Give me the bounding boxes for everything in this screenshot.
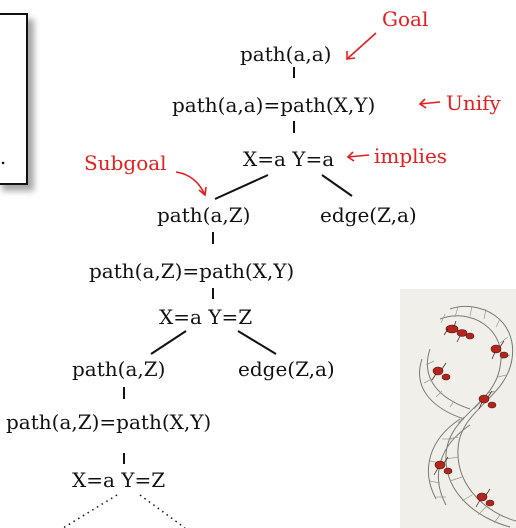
implies-label: implies [374, 144, 448, 168]
subgoal-label: Subgoal [84, 151, 167, 175]
unify-arrow [419, 101, 441, 105]
tree-node-unify-1: path(a,a)=path(X,Y) [172, 93, 376, 117]
unify-arrow-head [418, 98, 427, 109]
tree-node-unify-3: path(a,Z)=path(X,Y) [6, 410, 212, 434]
tree-node-subgoal-edge-2: edge(Z,a) [238, 357, 335, 381]
goal-arrow [346, 32, 377, 60]
tree-node-bindings-1: X=a Y=a [243, 147, 335, 171]
subgoal-arrow [175, 171, 206, 196]
implies-arrow [347, 154, 370, 158]
edge-n5-left [150, 330, 187, 355]
tree-node-subgoal-path-1: path(a,Z) [157, 203, 251, 227]
implies-arrow-head [346, 151, 355, 162]
unify-label: Unify [446, 91, 501, 115]
dotted-edge-right [139, 494, 186, 528]
goal-arrow-head [346, 51, 356, 60]
callout-box: . [0, 13, 28, 185]
edge-n5-right [237, 330, 277, 355]
edge-n2-right [321, 174, 353, 197]
tree-node-unify-2: path(a,Z)=path(X,Y) [89, 259, 295, 283]
tree-node-bindings-3: X=a Y=Z [72, 468, 166, 492]
goal-label: Goal [382, 7, 429, 31]
tree-node-subgoal-path-2: path(a,Z) [72, 357, 166, 381]
edge-n2-left [214, 174, 269, 200]
tree-node-bindings-2: X=a Y=Z [159, 305, 253, 329]
box-text: . [0, 145, 7, 169]
dotted-edge-left [62, 494, 118, 528]
moebius-ants-image [400, 289, 516, 528]
tree-node-subgoal-edge-1: edge(Z,a) [320, 203, 417, 227]
tree-node-root: path(a,a) [240, 42, 332, 66]
subgoal-arrow-head [198, 186, 207, 197]
